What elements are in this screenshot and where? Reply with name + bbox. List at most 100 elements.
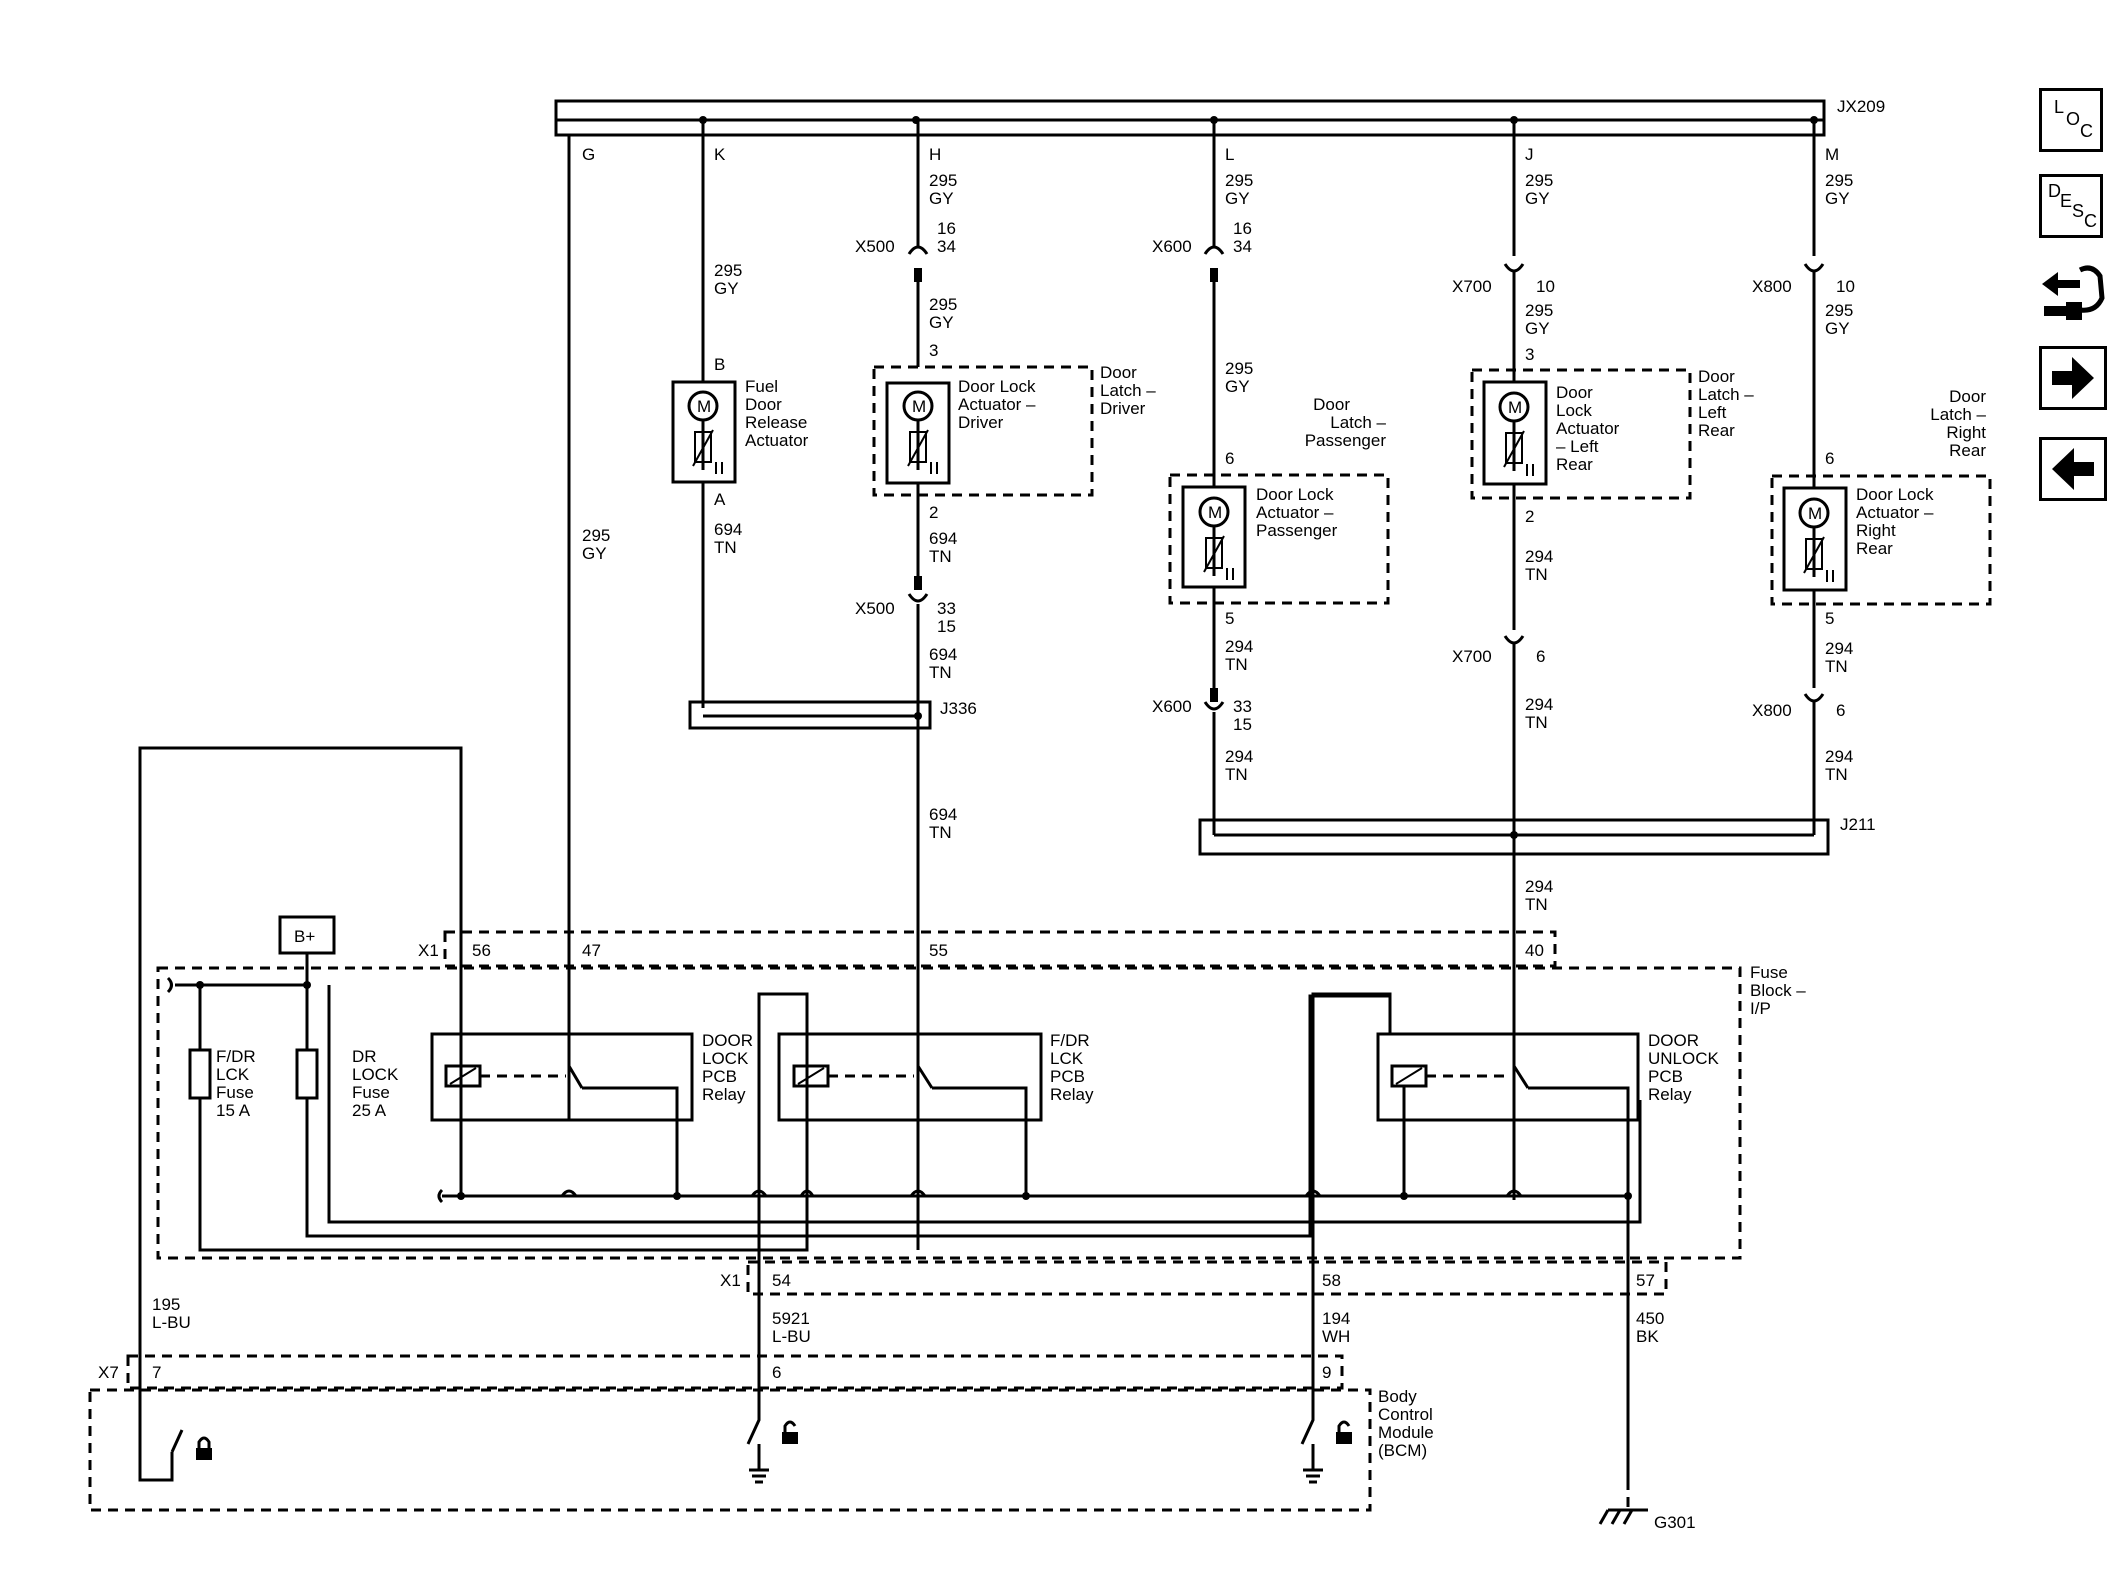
svg-text:Rear: Rear [1698,421,1735,440]
svg-text:Relay: Relay [1648,1085,1692,1104]
svg-text:X1: X1 [418,941,439,960]
svg-text:GY: GY [929,313,954,332]
svg-text:TN: TN [1525,713,1548,732]
svg-text:BK: BK [1636,1327,1659,1346]
svg-text:34: 34 [1233,237,1252,256]
svg-text:DOOR: DOOR [1648,1031,1699,1050]
svg-text:DR: DR [352,1047,377,1066]
svg-text:GY: GY [582,544,607,563]
svg-text:694: 694 [929,645,957,664]
g301-ground: G301 [1598,1480,1696,1532]
svg-text:295: 295 [1525,171,1553,190]
svg-text:15: 15 [1233,715,1252,734]
door-latch-right-rear: Door Latch – Right Rear [1770,387,1992,606]
svg-text:M: M [1508,398,1522,417]
svg-text:295: 295 [1825,171,1853,190]
fdr-lck-fuse: F/DR LCK Fuse 15 A [188,985,809,1252]
circuit-j: J 295 GY X700 10 295 GY 3 2 294 TN X700 … [1452,120,1555,1200]
svg-text:Module: Module [1378,1423,1434,1442]
j211-splice: J211 [1198,815,1876,856]
svg-text:C: C [2084,211,2097,231]
svg-text:Fuse: Fuse [352,1083,390,1102]
connector-view-icon [2042,265,2105,320]
svg-text:54: 54 [772,1271,791,1290]
svg-text:295: 295 [929,171,957,190]
svg-text:K: K [714,145,726,164]
svg-text:J211: J211 [1840,815,1876,834]
door-unlock-pcb-relay: DOOR UNLOCK PCB Relay [1376,1031,1720,1196]
svg-text:Actuator: Actuator [745,431,809,450]
svg-text:X800: X800 [1752,701,1792,720]
desc-icon: D E S C [2048,181,2097,231]
svg-text:Body: Body [1378,1387,1417,1406]
relay-control-circuits [757,992,1630,1480]
svg-text:294: 294 [1225,637,1253,656]
svg-text:JX209: JX209 [1837,97,1885,116]
b-plus-source: B+ [166,915,336,994]
j336-splice: J336 [688,699,977,730]
svg-text:34: 34 [937,237,956,256]
svg-text:295: 295 [714,261,742,280]
door-latch-passenger: Door Latch – Passenger [1168,395,1390,605]
svg-text:X700: X700 [1452,277,1492,296]
lock-icon [196,1436,212,1460]
svg-text:194: 194 [1322,1309,1350,1328]
svg-text:Relay: Relay [702,1085,746,1104]
svg-text:TN: TN [929,663,952,682]
svg-text:X800: X800 [1752,277,1792,296]
svg-text:A: A [714,490,726,509]
svg-text:I/P: I/P [1750,999,1771,1018]
svg-text:3: 3 [929,341,938,360]
svg-text:47: 47 [582,941,601,960]
svg-text:33: 33 [1233,697,1252,716]
svg-text:10: 10 [1836,277,1855,296]
svg-text:LOCK: LOCK [702,1049,749,1068]
circuit-l: L 295 GY X600 16 34 295 GY 6 5 294 TN X6… [1152,120,1253,835]
svg-text:Door: Door [1698,367,1735,386]
svg-text:33: 33 [937,599,956,618]
door-latch-left-rear: Door Latch – Left Rear [1470,367,1754,500]
x1-connector-lower: X1 54 58 57 195 L-BU 5921 L-BU 194 WH 45… [152,1260,1668,1346]
svg-text:X500: X500 [855,237,895,256]
svg-text:294: 294 [1525,695,1553,714]
loc-button[interactable]: L O C [2039,88,2103,152]
svg-text:15: 15 [937,617,956,636]
svg-text:J: J [1525,145,1534,164]
svg-text:10: 10 [1536,277,1555,296]
svg-text:L: L [1225,145,1234,164]
svg-text:F/DR: F/DR [216,1047,256,1066]
next-button[interactable] [2039,346,2107,410]
svg-text:GY: GY [1525,319,1550,338]
svg-text:57: 57 [1636,1271,1655,1290]
svg-text:Right: Right [1946,423,1986,442]
svg-text:TN: TN [1225,655,1248,674]
svg-text:Actuator –: Actuator – [1856,503,1934,522]
svg-text:Door: Door [1556,383,1593,402]
svg-text:6: 6 [1836,701,1845,720]
svg-text:M: M [1808,504,1822,523]
svg-text:TN: TN [1225,765,1248,784]
previous-button[interactable] [2039,437,2107,501]
svg-text:M: M [1825,145,1839,164]
jx209-splice: JX209 [554,97,1885,137]
x7-connector: X7 7 6 9 [98,1354,1344,1390]
svg-text:295: 295 [1225,171,1253,190]
svg-text:S: S [2072,201,2084,221]
svg-text:9: 9 [1322,1363,1331,1382]
svg-text:Door: Door [1100,363,1137,382]
svg-text:X500: X500 [855,599,895,618]
x1-connector-upper: X1 56 47 55 40 [418,930,1557,968]
svg-text:LCK: LCK [216,1065,250,1084]
svg-text:UNLOCK: UNLOCK [1648,1049,1720,1068]
svg-text:55: 55 [929,941,948,960]
svg-text:L: L [2054,97,2064,117]
svg-text:295: 295 [929,295,957,314]
svg-text:294: 294 [1825,639,1853,658]
svg-text:L-BU: L-BU [152,1313,191,1332]
desc-button[interactable]: D E S C [2039,174,2103,238]
connector-view-button[interactable] [2036,254,2108,330]
svg-text:GY: GY [1825,189,1850,208]
svg-text:Door Lock: Door Lock [1856,485,1934,504]
svg-text:Latch –: Latch – [1100,381,1156,400]
